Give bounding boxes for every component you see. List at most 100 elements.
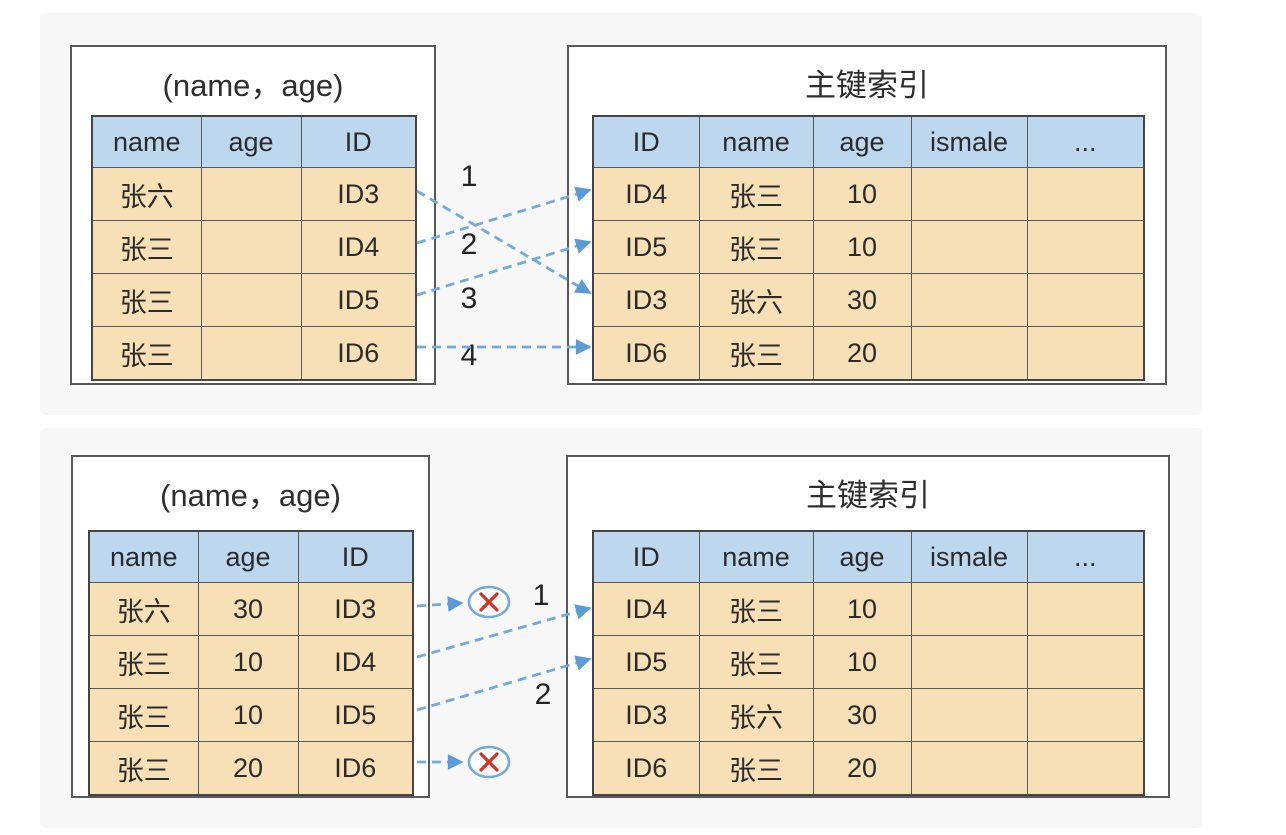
table-cell — [1026, 741, 1145, 796]
column-header: age — [812, 530, 912, 583]
table-cell — [910, 273, 1028, 327]
table-row: ID6 张三 20 — [592, 741, 1145, 796]
primary-index-panel-top: 主键索引 ID name age ismale ... ID4 张三 10 — [567, 45, 1167, 385]
table-cell: 张三 — [698, 167, 814, 221]
primary-key-table-top: ID name age ismale ... ID4 张三 10 ID5 张 — [592, 115, 1145, 381]
table-cell: ID5 — [592, 220, 700, 274]
column-header: ... — [1026, 530, 1145, 583]
step-label-bottom-1: 1 — [532, 579, 550, 612]
column-header: name — [91, 115, 202, 168]
table-cell: ID6 — [300, 326, 417, 381]
table-cell: 10 — [812, 582, 912, 636]
table-row: 张三 ID5 — [91, 273, 417, 327]
step-label-3: 3 — [460, 282, 478, 315]
column-header: name — [698, 530, 814, 583]
table-cell — [1026, 688, 1145, 742]
column-header: name — [88, 530, 199, 583]
table-cell: ID3 — [297, 582, 414, 636]
table-cell: 10 — [812, 220, 912, 274]
table-cell: ID3 — [592, 273, 700, 327]
column-header: ismale — [910, 530, 1028, 583]
table-cell: 30 — [812, 688, 912, 742]
table-cell: 10 — [197, 688, 299, 742]
table-cell: 张六 — [698, 688, 814, 742]
table-title: 主键索引 — [806, 478, 930, 513]
table-header-row: ID name age ismale ... — [592, 115, 1145, 168]
table-cell: ID4 — [592, 167, 700, 221]
table-cell: 30 — [812, 273, 912, 327]
table-cell: 10 — [812, 635, 912, 689]
column-header: ID — [592, 115, 700, 168]
table-cell — [200, 167, 302, 221]
table-cell: ID5 — [300, 273, 417, 327]
step-label-bottom-2: 2 — [534, 678, 552, 711]
table-cell: 20 — [197, 741, 299, 796]
table-cell: 张三 — [698, 635, 814, 689]
secondary-index-panel-top: (name，age) name age ID 张六 ID3 张三 — [70, 45, 436, 385]
table-row: ID4 张三 10 — [592, 582, 1145, 636]
table-header-row: ID name age ismale ... — [592, 530, 1145, 583]
table-cell: ID3 — [592, 688, 700, 742]
table-cell: 张三 — [698, 326, 814, 381]
table-row: ID3 张六 30 — [592, 688, 1145, 742]
table-row: 张六 ID3 — [91, 167, 417, 221]
table-row: ID4 张三 10 — [592, 167, 1145, 221]
table-row: 张三 10 ID4 — [88, 635, 414, 689]
column-header: ismale — [910, 115, 1028, 168]
primary-index-panel-bottom: 主键索引 ID name age ismale ... ID4 张三 10 — [566, 455, 1170, 798]
table-header-row: name age ID — [91, 115, 417, 168]
table-cell: 张六 — [698, 273, 814, 327]
table-cell — [1026, 582, 1145, 636]
step-label-4: 4 — [460, 339, 478, 372]
table-cell — [200, 220, 302, 274]
table-cell — [1026, 167, 1145, 221]
table-row: 张三 20 ID6 — [88, 741, 414, 796]
table-row: ID6 张三 20 — [592, 326, 1145, 381]
table-cell — [1026, 220, 1145, 274]
table-title: 主键索引 — [805, 68, 929, 103]
primary-key-table-bottom: ID name age ismale ... ID4 张三 10 ID5 张 — [592, 530, 1145, 796]
table-header-row: name age ID — [88, 530, 414, 583]
secondary-index-panel-bottom: (name，age) name age ID 张六 30 ID3 张三 10 — [71, 455, 430, 798]
column-header: age — [200, 115, 302, 168]
index-table-top: name age ID 张六 ID3 张三 ID4 张三 — [91, 115, 417, 381]
table-cell: ID4 — [297, 635, 414, 689]
table-cell: 张三 — [91, 273, 202, 327]
table-row: 张三 10 ID5 — [88, 688, 414, 742]
table-cell: 30 — [197, 582, 299, 636]
table-row: 张三 ID4 — [91, 220, 417, 274]
table-cell: ID6 — [297, 741, 414, 796]
column-header: name — [698, 115, 814, 168]
table-cell: ID5 — [592, 635, 700, 689]
table-cell — [1026, 273, 1145, 327]
table-cell: ID4 — [300, 220, 417, 274]
table-cell — [910, 220, 1028, 274]
table-cell — [910, 741, 1028, 796]
table-cell: 20 — [812, 741, 912, 796]
table-row: 张六 30 ID3 — [88, 582, 414, 636]
table-title: (name，age) — [162, 68, 344, 103]
table-cell: ID4 — [592, 582, 700, 636]
column-header: ID — [300, 115, 417, 168]
table-row: ID3 张六 30 — [592, 273, 1145, 327]
column-header: age — [197, 530, 299, 583]
table-cell: 张三 — [88, 635, 199, 689]
table-cell: 张三 — [88, 741, 199, 796]
table-cell — [200, 326, 302, 381]
table-cell: 张三 — [91, 326, 202, 381]
table-cell: 20 — [812, 326, 912, 381]
column-header: ... — [1026, 115, 1145, 168]
table-cell: ID5 — [297, 688, 414, 742]
table-cell — [910, 582, 1028, 636]
table-cell — [910, 688, 1028, 742]
column-header: age — [812, 115, 912, 168]
table-row: ID5 张三 10 — [592, 220, 1145, 274]
table-cell: 10 — [812, 167, 912, 221]
table-cell — [910, 635, 1028, 689]
table-cell: ID3 — [300, 167, 417, 221]
table-cell: ID6 — [592, 741, 700, 796]
table-cell: 张三 — [698, 582, 814, 636]
table-cell — [910, 326, 1028, 381]
table-cell: ID6 — [592, 326, 700, 381]
